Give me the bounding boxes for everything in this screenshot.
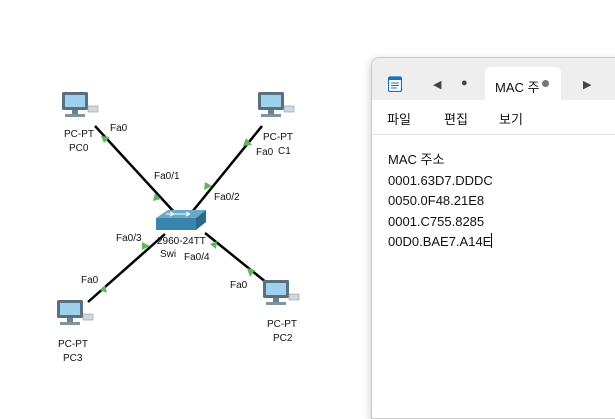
pc0-type-label: PC-PT	[64, 129, 94, 140]
pc3-icon[interactable]	[56, 299, 94, 326]
port-label-pc1: Fa0	[256, 147, 274, 158]
port-label-pc3: Fa0	[81, 275, 99, 286]
scroll-tabs-left-icon[interactable]: ◀	[433, 79, 442, 91]
switch-name-label: Swi	[160, 249, 176, 260]
text-caret	[491, 233, 493, 248]
pc0-name-label: PC0	[69, 143, 89, 154]
editor-line-last: 00D0.BAE7.A14E	[388, 232, 615, 253]
unsaved-dot-icon[interactable]	[542, 80, 549, 87]
pc3-type-label: PC-PT	[58, 339, 88, 350]
port-status-pc2	[247, 268, 255, 277]
editor-line: 0050.0F48.21E8	[388, 193, 485, 208]
port-status-pc3	[100, 285, 107, 293]
pc2-name-label: PC2	[273, 333, 293, 344]
tab-title: MAC 주	[495, 80, 540, 95]
tab-mac[interactable]: MAC 주	[485, 67, 561, 101]
port-label-sw-fa01: Fa0/1	[154, 171, 180, 182]
link-pc3-switch[interactable]	[87, 233, 166, 303]
menu-view[interactable]: 보기	[499, 112, 523, 127]
notepad-window: ◀ ● MAC 주 ▶ 파일 편집 보기 MAC 주소 0001.63D7.DD…	[371, 57, 615, 419]
editor-line: 0001.C755.8285	[388, 213, 485, 229]
editor-line: MAC 주소	[388, 152, 445, 167]
link-pc0-switch[interactable]	[94, 125, 176, 214]
menu-edit[interactable]: 편집	[444, 112, 468, 127]
dot-icon: ●	[461, 77, 468, 89]
text-editor[interactable]: MAC 주소 0001.63D7.DDDC 0050.0F48.21E8 000…	[388, 150, 615, 253]
menu-file[interactable]: 파일	[387, 112, 411, 127]
tab-bar: ◀ ● MAC 주 ▶	[372, 58, 615, 101]
link-pc1-switch[interactable]	[191, 125, 263, 213]
switch-model-label: 2960-24TT	[157, 236, 206, 247]
port-status-sw-fa02	[204, 182, 212, 190]
port-status-pc1	[243, 138, 252, 146]
port-status-sw-fa01	[153, 193, 161, 201]
port-label-sw-fa02: Fa0/2	[214, 192, 240, 203]
scroll-tabs-right-icon[interactable]: ▶	[583, 79, 592, 91]
switch-icon[interactable]	[156, 210, 206, 230]
editor-line-text: 00D0.BAE7.A14E	[388, 234, 492, 249]
port-status-sw-fa04	[210, 241, 217, 249]
link-pc2-switch[interactable]	[204, 232, 273, 288]
pc0-icon[interactable]	[61, 91, 99, 118]
pc1-type-label: PC-PT	[263, 132, 293, 143]
port-status-sw-fa03	[142, 242, 150, 250]
port-label-sw-fa03: Fa0/3	[116, 233, 142, 244]
network-topology: 2960-24TT Swi PC-PT PC0 PC-PT C1 PC-PT P…	[56, 91, 300, 364]
port-status-pc0	[101, 136, 110, 143]
port-label-pc2: Fa0	[230, 280, 248, 291]
editor-line: 0001.63D7.DDDC	[388, 172, 493, 188]
notepad-app-icon	[388, 76, 402, 92]
pc2-type-label: PC-PT	[267, 319, 297, 330]
port-label-pc0: Fa0	[110, 123, 128, 134]
pc1-name-label: C1	[278, 146, 291, 157]
pc1-icon[interactable]	[257, 91, 295, 118]
pc3-name-label: PC3	[63, 353, 83, 364]
pc2-icon[interactable]	[262, 279, 300, 306]
port-label-sw-fa04: Fa0/4	[184, 252, 210, 263]
menu-bar: 파일 편집 보기	[372, 100, 615, 135]
